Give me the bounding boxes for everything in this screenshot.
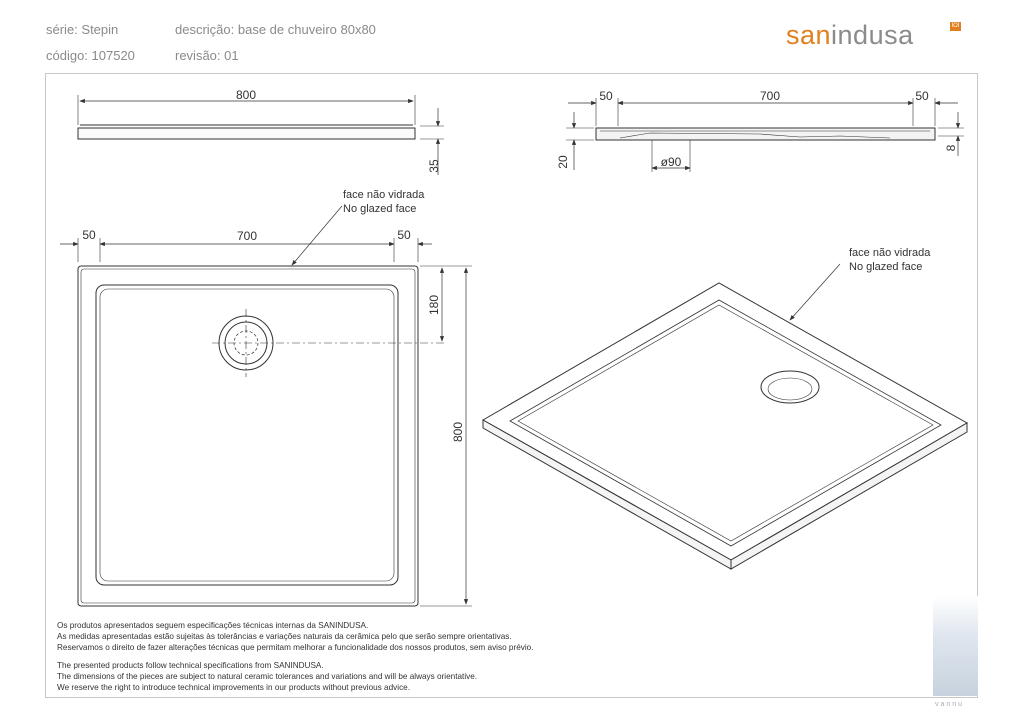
logo-part-san: san bbox=[786, 20, 832, 50]
plan-callout-pt: face não vidrada bbox=[343, 189, 425, 201]
note-en-line: The dimensions of the pieces are subject… bbox=[57, 671, 478, 681]
plan-right-rim-dim: 50 bbox=[397, 228, 411, 242]
logo-part-indusa: indusa bbox=[831, 20, 914, 50]
note-pt-line: Reservamos o direito de fazer alterações… bbox=[57, 642, 534, 652]
note-en-line: The presented products follow technical … bbox=[57, 661, 324, 670]
sanindusa-logo: sanindusa bbox=[786, 20, 914, 51]
side-total-height-dim: 20 bbox=[556, 155, 570, 169]
drain-offset-dim: 180 bbox=[427, 295, 441, 315]
side-view bbox=[566, 98, 964, 172]
iso-callout-en: No glazed face bbox=[849, 261, 922, 273]
side-right-rim-dim: 50 bbox=[915, 89, 929, 103]
plan-callout-en: No glazed face bbox=[343, 203, 416, 215]
iso-callout-pt: face não vidrada bbox=[849, 247, 931, 259]
note-en-line: We reserve the right to introduce techni… bbox=[57, 682, 410, 692]
notes-pt: Os produtos apresentados seguem especifi… bbox=[57, 621, 533, 653]
drawing-frame bbox=[45, 73, 978, 698]
codigo-label: código: 107520 bbox=[46, 48, 135, 63]
plan-left-rim-dim: 50 bbox=[82, 228, 96, 242]
front-view bbox=[77, 95, 444, 175]
plan-depth-dim: 800 bbox=[451, 422, 465, 442]
descricao-label: descrição: base de chuveiro 80x80 bbox=[175, 22, 376, 37]
notes-en: The presented products follow technical … bbox=[57, 661, 477, 693]
serie-label: série: Stepin bbox=[46, 22, 119, 37]
side-left-rim-dim: 50 bbox=[599, 89, 613, 103]
note-pt-line: As medidas apresentadas estão sujeitas à… bbox=[57, 631, 512, 641]
plan-view bbox=[60, 205, 472, 607]
logo-mark: IOI bbox=[950, 22, 961, 31]
note-pt-line: Os produtos apresentados seguem especifi… bbox=[57, 621, 369, 630]
decorative-strip bbox=[933, 596, 978, 696]
side-rim-height-dim: 8 bbox=[944, 144, 958, 151]
plan-inner-dim: 700 bbox=[237, 229, 257, 243]
footer-watermark: vannu bbox=[935, 701, 965, 708]
revisao-label: revisão: 01 bbox=[175, 48, 239, 63]
isometric-view bbox=[481, 263, 969, 570]
side-inner-dim: 700 bbox=[760, 89, 780, 103]
front-width-dim: 800 bbox=[236, 88, 256, 102]
front-height-dim: 35 bbox=[427, 159, 441, 173]
drain-diameter-dim: ø90 bbox=[661, 155, 682, 169]
